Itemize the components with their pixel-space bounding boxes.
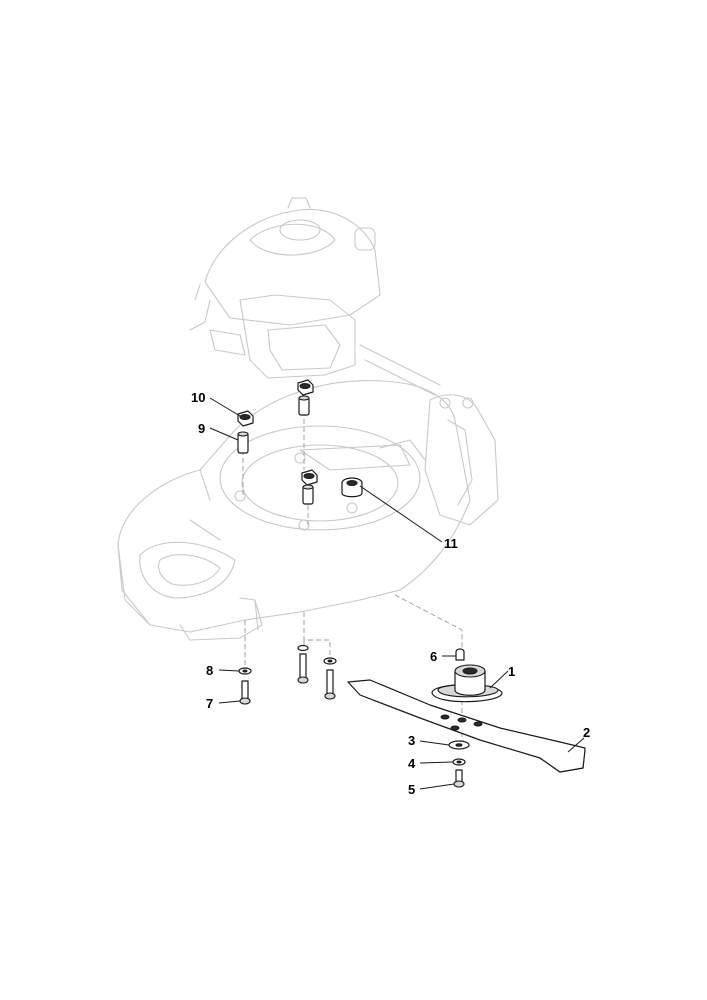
callout-2: 2 — [583, 725, 590, 740]
leader-9 — [209, 427, 239, 441]
leader-2 — [567, 737, 585, 753]
part-8-washer — [238, 667, 252, 675]
callout-11: 11 — [444, 536, 458, 551]
callout-8: 8 — [206, 663, 213, 678]
engine-ghost — [189, 197, 381, 379]
part-2-blade — [347, 679, 586, 773]
callout-7: 7 — [206, 696, 213, 711]
part-1-blade-adapter — [431, 664, 503, 703]
callout-6: 6 — [430, 649, 437, 664]
upper-nut-and-spacer — [297, 379, 318, 505]
leader-lines — [209, 397, 585, 790]
callout-4: 4 — [408, 756, 416, 771]
mower-deck-ghost — [117, 197, 499, 641]
leader-7 — [218, 700, 241, 704]
callout-1: 1 — [508, 664, 515, 679]
leader-10 — [209, 397, 241, 417]
callout-5: 5 — [408, 782, 415, 797]
part-3-washer — [448, 740, 470, 750]
part-9-spacer — [237, 431, 249, 454]
leader-8 — [218, 669, 240, 672]
callout-10: 10 — [191, 390, 205, 405]
leader-11 — [359, 485, 443, 543]
leader-3 — [419, 740, 450, 746]
leader-1 — [489, 670, 509, 689]
callout-9: 9 — [198, 421, 205, 436]
part-10-nut — [237, 410, 254, 427]
callout-3: 3 — [408, 733, 415, 748]
callout-labels: 1 2 3 4 5 6 7 8 9 10 11 — [191, 390, 590, 797]
leader-4 — [419, 761, 454, 764]
part-7-bolt — [239, 680, 251, 705]
part-5-bolt — [453, 769, 465, 788]
deck-bolts — [297, 644, 337, 700]
handle-bracket-ghost — [359, 344, 499, 526]
part-4-lock-washer — [452, 758, 466, 766]
part-6-key — [455, 648, 465, 661]
part-11-bushing — [341, 477, 363, 498]
leader-5 — [419, 783, 455, 790]
